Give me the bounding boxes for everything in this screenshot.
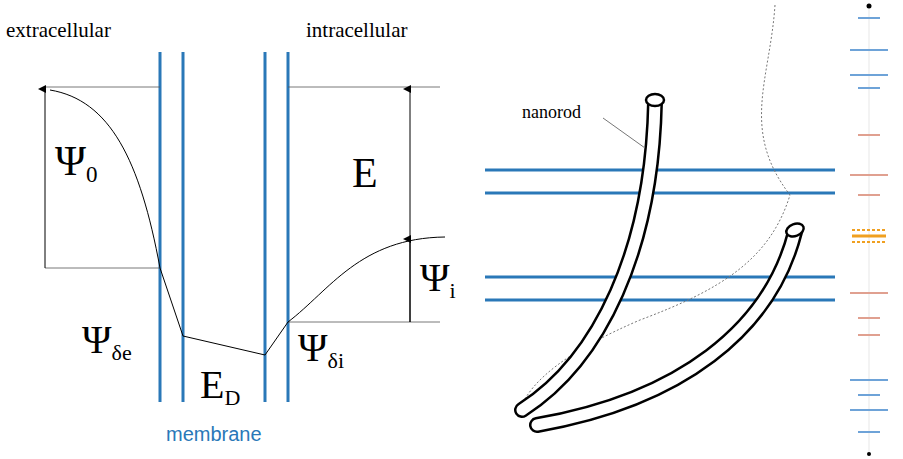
membrane-label: membrane — [166, 424, 262, 444]
part-label: nanorod — [522, 103, 581, 121]
region-label: extracellular — [6, 20, 111, 41]
potential-label: Ψδi — [298, 328, 344, 368]
potential-label: Ψδe — [82, 320, 132, 360]
region-label: intracellular — [306, 20, 407, 41]
potential-label: Ψ0 — [55, 140, 98, 182]
potential-label: Ψi — [420, 258, 456, 298]
potential-label: E — [352, 152, 378, 194]
field-label: ED — [200, 365, 240, 405]
